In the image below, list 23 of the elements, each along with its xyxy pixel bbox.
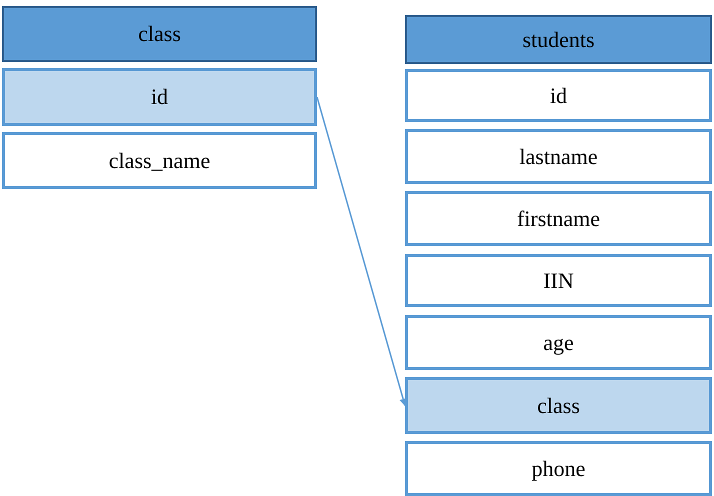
field-name: class_name — [108, 148, 210, 174]
table-row — [405, 191, 712, 246]
table-row — [405, 129, 712, 184]
field-name: lastname — [519, 144, 598, 170]
field-name: class — [138, 21, 181, 47]
field-name: IIN — [543, 268, 574, 294]
field-name: firstname — [516, 206, 600, 232]
arrow — [316, 96, 407, 406]
table-header — [405, 15, 712, 64]
table-row — [405, 69, 712, 122]
table-row — [405, 377, 712, 434]
field-name: age — [543, 330, 574, 356]
table-row — [405, 254, 712, 307]
field-name: students — [522, 26, 595, 52]
table-header — [2, 6, 317, 62]
field-name: id — [550, 82, 568, 108]
field-name: class — [537, 392, 580, 418]
table-row — [405, 441, 712, 496]
table-row — [2, 68, 317, 126]
field-name: phone — [532, 456, 586, 482]
table-row — [2, 132, 317, 189]
table-row — [405, 315, 712, 370]
field-name: id — [150, 84, 168, 110]
